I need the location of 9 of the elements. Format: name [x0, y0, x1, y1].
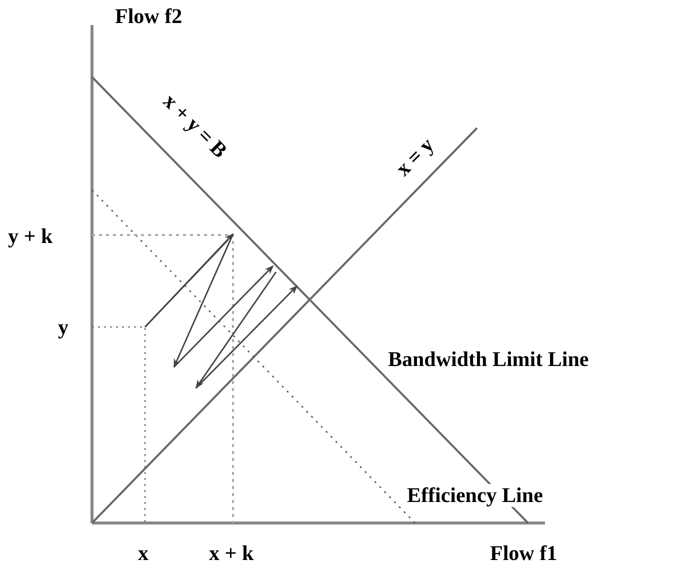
line-label: x + y = B [159, 90, 231, 162]
axis-title: Flow f1 [490, 543, 558, 564]
axis-title: Flow f2 [115, 6, 182, 27]
tick-label: y [58, 317, 68, 338]
tick-label: x [138, 543, 148, 564]
tick-label: x + k [209, 543, 254, 564]
line-label: x = y [392, 134, 438, 180]
tick-label: y + k [8, 226, 53, 247]
line-label: Efficiency Line [405, 484, 545, 507]
